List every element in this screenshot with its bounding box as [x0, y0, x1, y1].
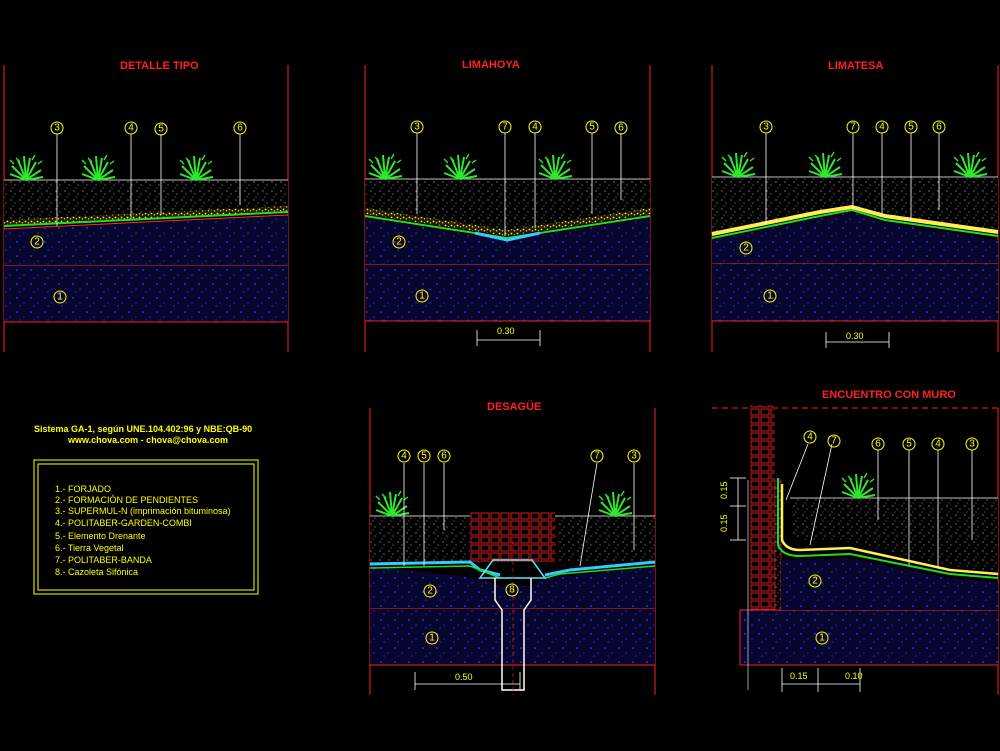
legend-item: 7.- POLITABER-BANDA — [55, 555, 152, 565]
legend-item: 8.- Cazoleta Sifónica — [55, 567, 138, 577]
callout-label: 4 — [807, 432, 813, 443]
dimension-muro — [730, 477, 861, 692]
callout-label: 2 — [396, 237, 402, 248]
callout-label: 6 — [618, 123, 624, 134]
dimension-label: 0.15 — [719, 514, 729, 532]
callout-label: 3 — [631, 451, 637, 462]
callout-label: 3 — [969, 439, 975, 450]
callout-label: 1 — [57, 292, 63, 303]
info-line-1: Sistema GA-1, según UNE.104.402:96 y NBE… — [34, 424, 252, 434]
callout-label: 5 — [421, 451, 427, 462]
dimension-label: 0.50 — [455, 672, 473, 682]
callout-label: 5 — [908, 122, 914, 133]
callout-label: 5 — [158, 124, 164, 135]
dimension-desague — [414, 672, 521, 690]
callout-labels: 3 4 5 6 2 1 3 7 4 5 6 2 1 3 7 4 5 6 2 1 … — [34, 122, 975, 644]
panel-limahoya: LIMAHOYA — [364, 59, 651, 352]
dimension-label: 0.30 — [846, 331, 864, 341]
callout-label: 2 — [34, 237, 40, 248]
callout-label: 7 — [850, 122, 856, 133]
panel-desague: DESAGÜE — [369, 400, 656, 695]
callout-label: 5 — [589, 122, 595, 133]
title-desague: DESAGÜE — [487, 400, 541, 413]
dimension-label: 0.10 — [845, 671, 863, 681]
info-line-2: www.chova.com - chova@chova.com — [67, 435, 228, 445]
legend-box: 1.- FORJADO 2.- FORMACIÓN DE PENDIENTES … — [33, 459, 259, 595]
callout-label: 6 — [441, 451, 447, 462]
callout-label: 1 — [767, 291, 773, 302]
callout-label: 2 — [427, 586, 433, 597]
callout-label: 7 — [831, 436, 837, 447]
callout-label: 4 — [879, 122, 885, 133]
callout-label: 8 — [509, 585, 515, 596]
legend-item: 6.- Tierra Vegetal — [55, 543, 124, 553]
dimension-label: 0.30 — [497, 326, 515, 336]
panel-encuentro-muro: ENCUENTRO CON MURO — [712, 389, 999, 695]
legend-item: 5.- Elemento Drenante — [55, 531, 146, 541]
leader-lines — [56, 133, 973, 568]
callout-label: 1 — [419, 291, 425, 302]
callout-label: 5 — [906, 439, 912, 450]
panel-limatesa: LIMATESA — [711, 60, 999, 352]
callout-label: 4 — [401, 451, 407, 462]
callout-label: 2 — [743, 243, 749, 254]
dimension-label: 0.15 — [719, 481, 729, 499]
title-limatesa: LIMATESA — [828, 60, 883, 72]
callout-label: 6 — [936, 122, 942, 133]
callouts — [30, 120, 979, 645]
legend-item: 2.- FORMACIÓN DE PENDIENTES — [55, 495, 198, 505]
callout-label: 3 — [414, 122, 420, 133]
dimension-limatesa — [825, 332, 890, 348]
callout-label: 3 — [54, 123, 60, 134]
dimension-label: 0.15 — [790, 671, 808, 681]
callout-label: 6 — [875, 439, 881, 450]
callout-label: 1 — [429, 633, 435, 644]
callout-label: 7 — [502, 122, 508, 133]
title-encuentro-muro: ENCUENTRO CON MURO — [822, 389, 956, 401]
callout-label: 4 — [128, 123, 134, 134]
title-detalle-tipo: DETALLE TIPO — [120, 60, 199, 72]
panel-detalle-tipo: DETALLE TIPO — [3, 60, 289, 352]
callout-label: 7 — [594, 451, 600, 462]
callout-label: 4 — [532, 122, 538, 133]
callout-label: 1 — [819, 633, 825, 644]
dimension-limahoya — [476, 330, 541, 346]
legend-item: 1.- FORJADO — [55, 484, 111, 494]
callout-label: 2 — [812, 576, 818, 587]
legend-item: 4.- POLITABER-GARDEN-COMBI — [55, 518, 192, 528]
legend-item: 3.- SUPERMUL-N (imprimación bituminosa) — [55, 506, 231, 516]
callout-label: 6 — [237, 123, 243, 134]
title-limahoya: LIMAHOYA — [462, 59, 520, 71]
callout-label: 4 — [935, 439, 941, 450]
callout-label: 3 — [763, 122, 769, 133]
